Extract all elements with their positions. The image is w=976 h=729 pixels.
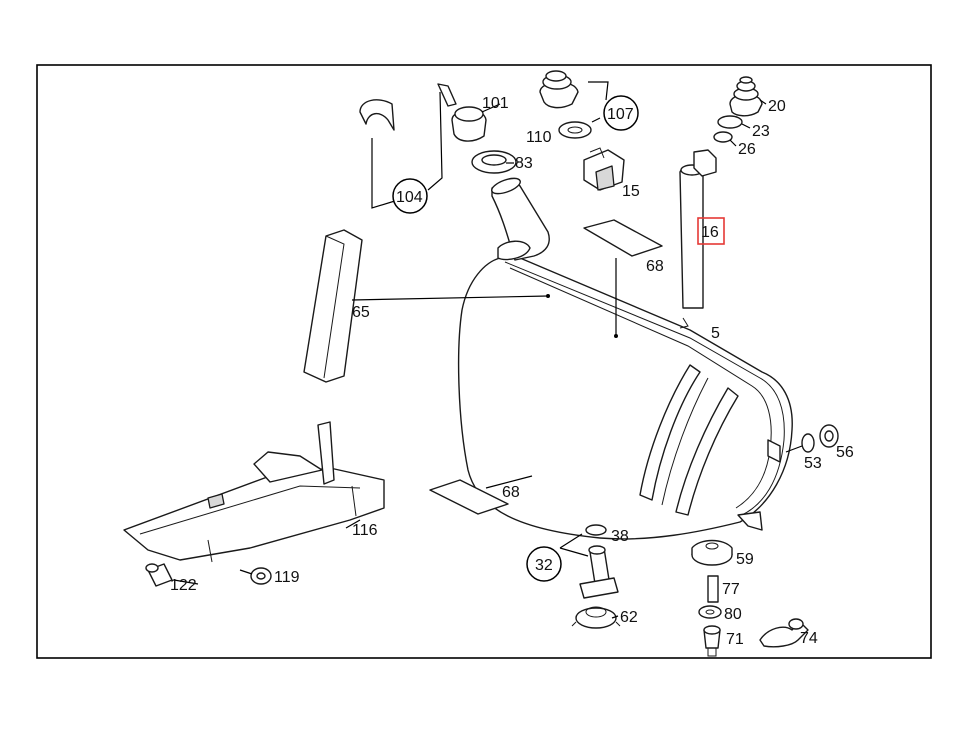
strainer-32[interactable] xyxy=(579,545,619,599)
bushing-122[interactable] xyxy=(145,563,173,587)
pad-65[interactable] xyxy=(303,229,363,383)
pad-leader-dot xyxy=(614,334,618,338)
ring-26[interactable] xyxy=(713,131,733,143)
label-71[interactable]: 71 xyxy=(726,631,744,648)
label-32[interactable]: 32 xyxy=(535,557,553,574)
vent-hose[interactable] xyxy=(679,149,717,329)
ref-circle-104 xyxy=(392,178,428,214)
grommet-20[interactable] xyxy=(729,76,763,117)
label-104[interactable]: 104 xyxy=(396,189,423,206)
valve-71[interactable] xyxy=(703,625,721,657)
clamp-80[interactable] xyxy=(698,605,722,619)
label-59[interactable]: 59 xyxy=(736,551,754,568)
cap-59[interactable] xyxy=(691,539,733,566)
label-15[interactable]: 15 xyxy=(622,183,640,200)
label-80[interactable]: 80 xyxy=(724,606,742,623)
label-116[interactable]: 116 xyxy=(352,522,378,539)
label-68-bottom[interactable]: 68 xyxy=(502,484,520,501)
washer-53[interactable] xyxy=(801,433,815,453)
ref-circle-107 xyxy=(603,95,639,131)
cap-101[interactable] xyxy=(437,83,487,142)
seal-83[interactable] xyxy=(471,150,517,174)
sleeve-77[interactable] xyxy=(707,575,719,603)
label-110[interactable]: 110 xyxy=(526,129,552,146)
label-83[interactable]: 83 xyxy=(515,155,533,172)
label-119[interactable]: 119 xyxy=(274,569,300,586)
label-20[interactable]: 20 xyxy=(768,98,786,115)
fuel-tank[interactable] xyxy=(457,175,793,540)
label-23[interactable]: 23 xyxy=(752,123,770,140)
label-107[interactable]: 107 xyxy=(607,106,634,123)
sender-unit-15[interactable] xyxy=(583,147,625,191)
nut-56[interactable] xyxy=(819,424,839,448)
label-74[interactable]: 74 xyxy=(800,630,818,647)
seal-38[interactable] xyxy=(585,524,607,536)
label-101[interactable]: 101 xyxy=(482,95,509,112)
label-38[interactable]: 38 xyxy=(611,528,629,545)
flange-62[interactable] xyxy=(571,606,621,629)
label-26[interactable]: 26 xyxy=(738,141,756,158)
pad-68-bottom[interactable] xyxy=(429,479,509,515)
seal-110[interactable] xyxy=(558,121,592,139)
label-122[interactable]: 122 xyxy=(170,577,197,594)
label-16[interactable]: 16 xyxy=(701,224,719,241)
ring-23[interactable] xyxy=(717,115,743,129)
label-77[interactable]: 77 xyxy=(722,581,740,598)
highlight-box-16 xyxy=(697,217,725,245)
label-65[interactable]: 65 xyxy=(352,304,370,321)
fitting-74[interactable] xyxy=(759,618,809,648)
pad-68-top[interactable] xyxy=(583,219,663,257)
label-62[interactable]: 62 xyxy=(620,609,638,626)
grommet-107[interactable] xyxy=(539,70,579,109)
label-5[interactable]: 5 xyxy=(711,325,720,342)
ref-circle-32 xyxy=(526,546,562,582)
label-56[interactable]: 56 xyxy=(836,444,854,461)
nut-119[interactable] xyxy=(250,567,272,585)
tray-116[interactable] xyxy=(123,421,385,563)
label-53[interactable]: 53 xyxy=(804,455,822,472)
label-68-top[interactable]: 68 xyxy=(646,258,664,275)
bracket-104 xyxy=(359,91,443,209)
tank-leader-dot xyxy=(546,294,550,298)
leader-lines xyxy=(173,81,803,619)
